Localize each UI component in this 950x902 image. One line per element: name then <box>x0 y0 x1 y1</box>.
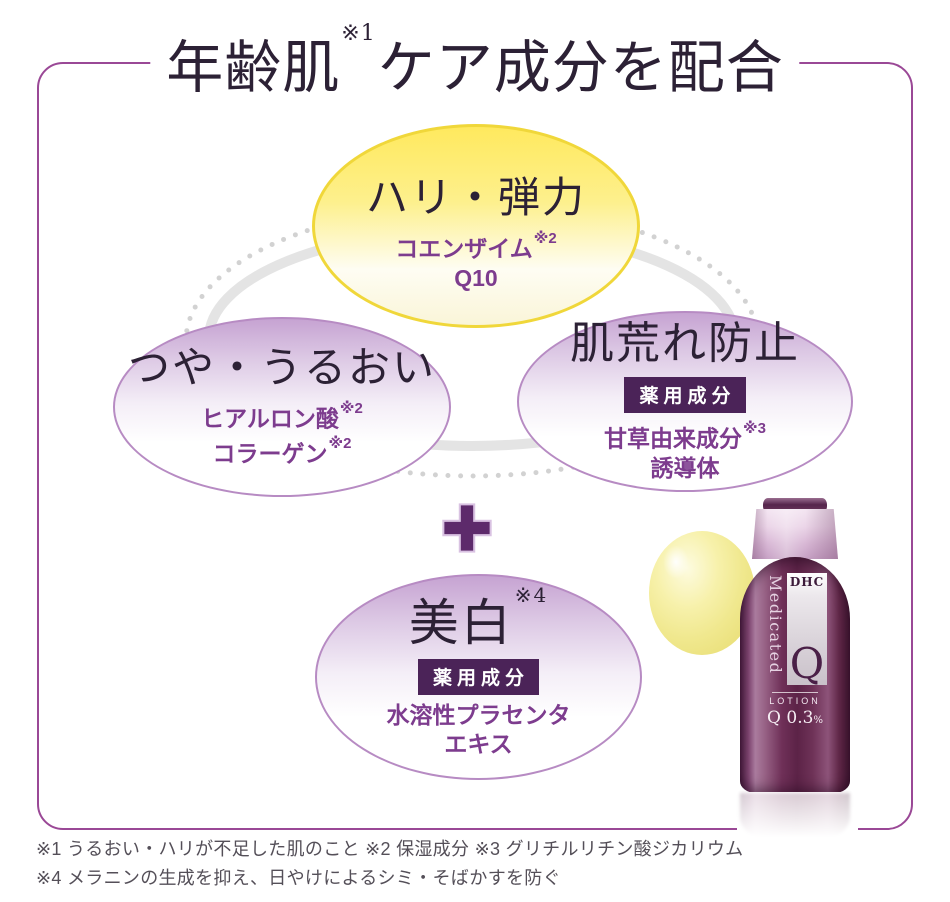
bottle-type-label: LOTION <box>769 696 821 706</box>
ingredient-line: コエンザイム※2 <box>395 229 556 264</box>
bubble-whitening-ingredients: 水溶性プラセンタ エキス <box>387 701 571 759</box>
bubble-anti-roughness-heading: 肌荒れ防止 <box>570 318 800 370</box>
bottle-q-mark: Q <box>789 639 825 688</box>
bottle-strength-label: Q 0.3% <box>752 708 838 728</box>
footnote-marker: ※3 <box>743 419 766 437</box>
bubble-anti-roughness-ingredients: 甘草由来成分※3 誘導体 <box>604 419 766 483</box>
bubble-moisture-heading: つや・うるおい <box>127 343 436 393</box>
title-text-rest: ケア成分を配合 <box>377 35 784 101</box>
footnote-marker: ※2 <box>533 230 557 248</box>
page-title: 年齢肌※1ケア成分を配合 <box>150 21 800 103</box>
bubble-whitening: 美白※4 薬用成分 水溶性プラセンタ エキス <box>315 574 642 780</box>
heading-text: 美白 <box>408 593 513 652</box>
bottle-label: DHC Q <box>787 573 827 685</box>
ingredient-line: Q10 <box>454 264 498 291</box>
footnote-marker: ※2 <box>339 400 363 418</box>
ingredient-line: エキス <box>444 730 513 757</box>
strength-value: Q 0.3 <box>767 708 814 728</box>
brand-logo: DHC <box>789 575 825 589</box>
bubble-moisture-ingredients: ヒアルロン酸※2 コラーゲン※2 <box>201 399 363 468</box>
ingredient-line: ヒアルロン酸※2 <box>201 399 363 434</box>
footnote-marker: ※4 <box>514 582 549 607</box>
bubble-firmness-heading: ハリ・弾力 <box>365 173 586 223</box>
bubble-firmness: ハリ・弾力 コエンザイム※2 Q10 <box>312 124 640 328</box>
ingredient-text: 甘草由来成分 <box>604 425 743 452</box>
bubble-anti-roughness: 肌荒れ防止 薬用成分 甘草由来成分※3 誘導体 <box>517 311 853 492</box>
footnote-line-2: ※4 メラニンの生成を抑え、日やけによるシミ・そばかすを防ぐ <box>36 867 561 888</box>
bottle-reflection <box>737 792 858 850</box>
ingredient-line: 甘草由来成分※3 <box>604 419 766 454</box>
label-divider <box>772 692 818 693</box>
plus-icon <box>442 503 492 553</box>
ingredient-line: 水溶性プラセンタ <box>386 701 571 728</box>
title-text-main: 年齢肌 <box>166 35 341 101</box>
ingredient-line: コラーゲン※2 <box>201 434 363 469</box>
bottle-range-label: Medicated <box>766 575 785 675</box>
medicated-ingredient-badge: 薬用成分 <box>417 658 539 695</box>
bubble-firmness-ingredients: コエンザイム※2 Q10 <box>395 229 556 293</box>
footnote-marker: ※2 <box>328 435 352 453</box>
strength-unit: % <box>813 715 823 726</box>
medicated-ingredient-badge: 薬用成分 <box>624 376 746 413</box>
footnote-line-1: ※1 うるおい・ハリが不足した肌のこと ※2 保湿成分 ※3 グリチルリチン酸ジ… <box>36 839 744 859</box>
reflection-fade <box>737 792 858 850</box>
footnotes: ※1 うるおい・ハリが不足した肌のこと ※2 保湿成分 ※3 グリチルリチン酸ジ… <box>36 835 743 892</box>
lotion-drop <box>649 531 755 655</box>
product-bottle: Medicated DHC Q LOTION Q 0.3% <box>737 498 858 850</box>
bottle-body: Medicated DHC Q LOTION Q 0.3% <box>740 557 850 793</box>
bottle-cap <box>752 509 838 559</box>
ingredient-text: コラーゲン <box>212 440 328 467</box>
bubble-moisture: つや・うるおい ヒアルロン酸※2 コラーゲン※2 <box>113 317 451 497</box>
title-footnote-marker: ※1 <box>341 21 376 46</box>
ingredient-text: コエンザイム <box>395 235 533 262</box>
bubble-whitening-heading: 美白※4 <box>408 584 548 652</box>
ingredient-text: ヒアルロン酸 <box>201 406 339 433</box>
ingredient-line: 誘導体 <box>650 454 720 481</box>
